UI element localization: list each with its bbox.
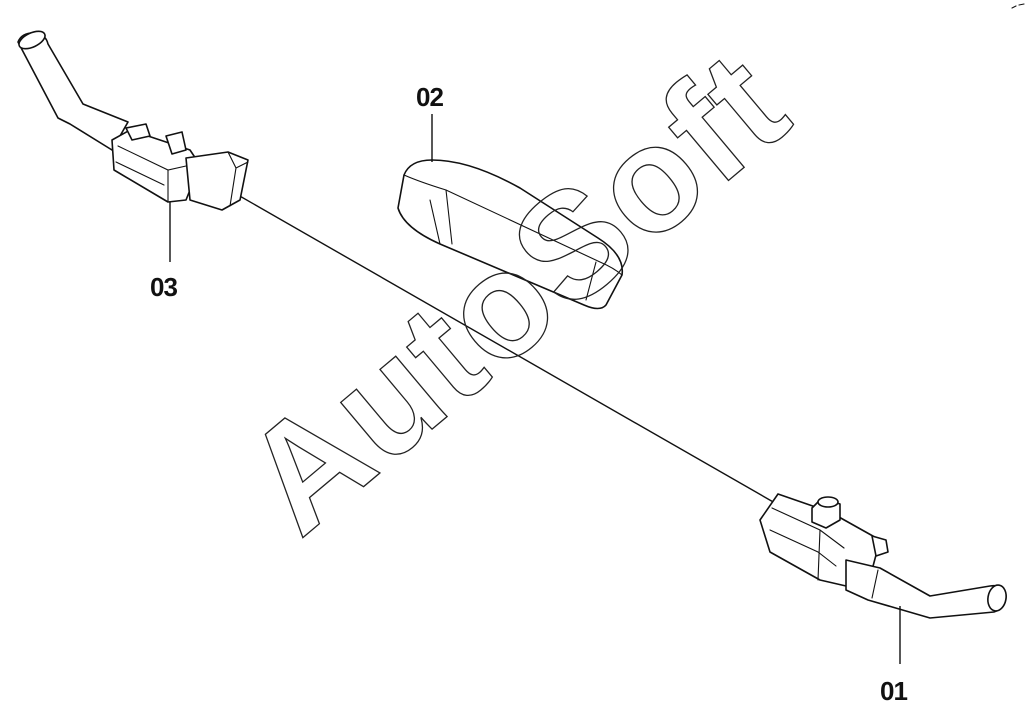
part-01-fitting: [759, 493, 1007, 619]
corner-mark: [1011, 3, 1025, 9]
cable-line: [237, 194, 776, 504]
callout-03: 03: [150, 272, 177, 302]
part-03-fitting: [17, 30, 249, 211]
watermark-text: AutoSoft: [213, 19, 818, 565]
callout-02: 02: [416, 82, 443, 112]
callout-01: 01: [880, 676, 907, 706]
